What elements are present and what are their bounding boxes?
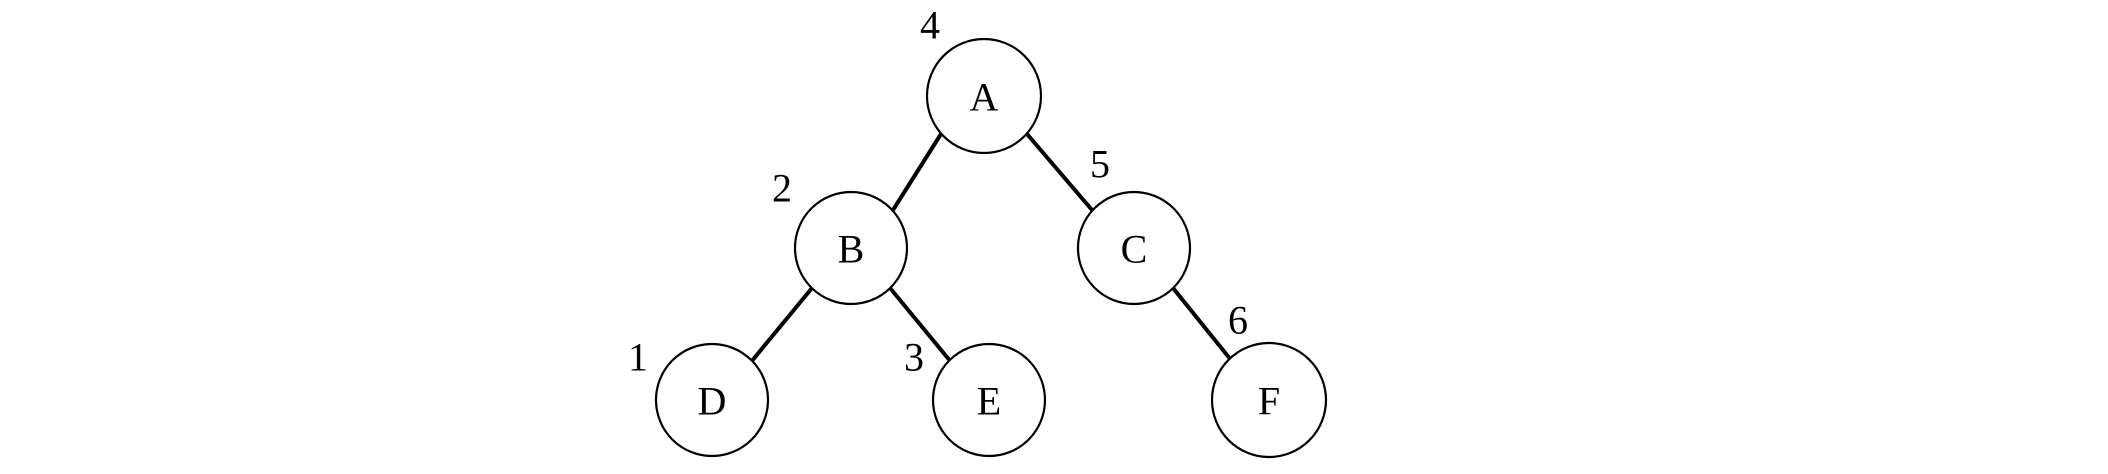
node-label-b: B xyxy=(838,227,865,272)
node-label-e: E xyxy=(977,379,1001,424)
node-circle-e[interactable] xyxy=(931,342,1047,458)
edge-weight-a: 4 xyxy=(920,3,940,48)
nodes-group: A B C D E F xyxy=(654,37,1328,459)
tree-edge-b-d xyxy=(749,286,814,364)
tree-node-b[interactable]: B xyxy=(793,190,909,306)
edge-weight-e: 3 xyxy=(904,335,924,380)
tree-node-d[interactable]: D xyxy=(654,342,770,458)
node-circle-c[interactable] xyxy=(1076,190,1192,306)
node-circle-d[interactable] xyxy=(654,342,770,458)
edge-weights-group: 4 2 5 1 3 6 xyxy=(628,3,1248,380)
edges-group xyxy=(749,132,1233,364)
node-label-d: D xyxy=(698,379,727,424)
tree-node-e[interactable]: E xyxy=(931,342,1047,458)
node-label-f: F xyxy=(1258,379,1280,424)
tree-node-f[interactable]: F xyxy=(1210,341,1328,459)
node-circle-f[interactable] xyxy=(1210,341,1328,459)
tree-edge-a-c xyxy=(1025,132,1094,212)
edge-weight-f: 6 xyxy=(1228,298,1248,343)
edge-weight-b: 2 xyxy=(772,166,792,211)
tree-edge-a-b xyxy=(891,132,943,212)
tree-edge-b-e xyxy=(888,286,953,364)
node-label-c: C xyxy=(1121,227,1148,272)
node-label-a: A xyxy=(970,75,999,120)
node-circle-b[interactable] xyxy=(793,190,909,306)
tree-node-a[interactable]: A xyxy=(925,37,1043,155)
node-circle-a[interactable] xyxy=(925,37,1043,155)
tree-node-c[interactable]: C xyxy=(1076,190,1192,306)
tree-edge-c-f xyxy=(1171,286,1233,362)
edge-weight-d: 1 xyxy=(628,335,648,380)
edge-weight-c: 5 xyxy=(1090,142,1110,187)
